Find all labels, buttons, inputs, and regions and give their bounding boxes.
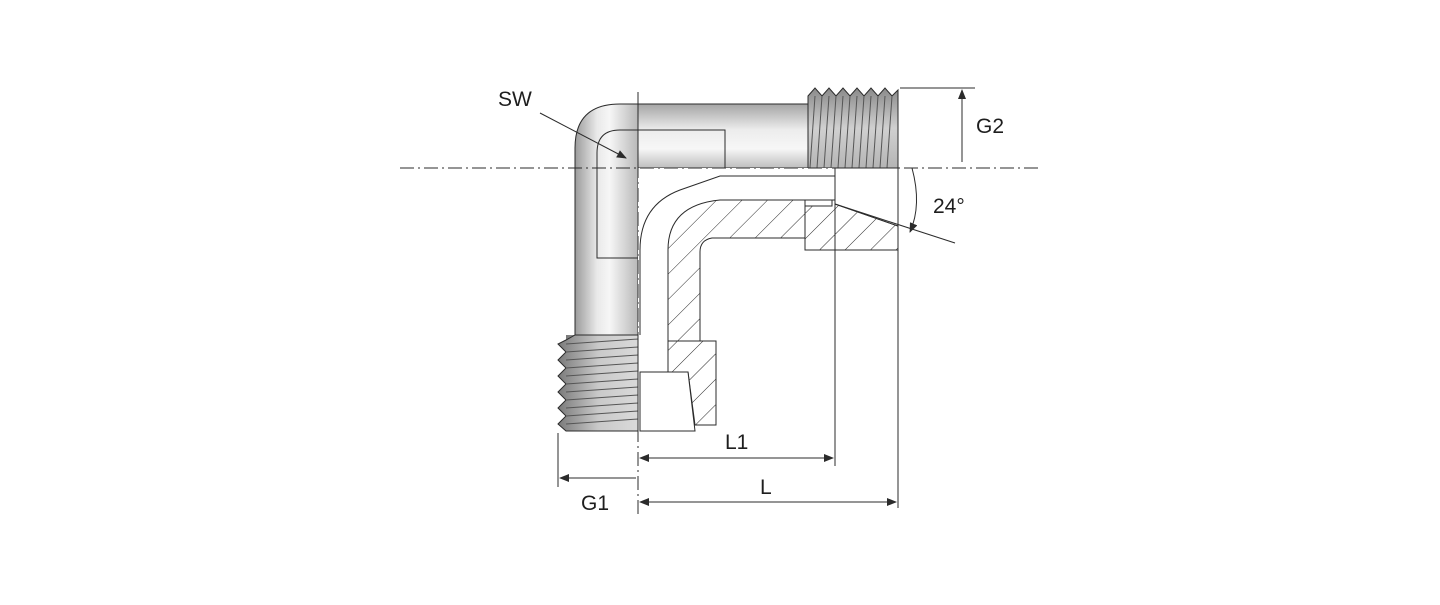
dimensions	[539, 87, 975, 508]
cone-angle-label: 24°	[933, 195, 965, 218]
g1-label: G1	[581, 492, 609, 515]
centerlines	[400, 92, 1040, 515]
hex-flat-outline	[596, 129, 726, 259]
vertical-body	[574, 103, 639, 336]
sw-label: SW	[498, 88, 532, 111]
horizontal-body	[637, 103, 809, 169]
l1-label: L1	[725, 431, 748, 454]
right-thread-profile	[807, 87, 899, 169]
bottom-cone-port	[639, 371, 696, 432]
g2-label: G2	[976, 115, 1004, 138]
hatched-region-2	[667, 199, 806, 342]
right-thread	[807, 87, 899, 169]
bottom-thread	[557, 334, 639, 432]
bore	[638, 168, 898, 335]
labels: SW G2 24° L1 G1 L	[498, 88, 1004, 515]
section-view	[637, 167, 899, 432]
cone-angle-line	[834, 203, 956, 244]
sw-leader-line	[539, 112, 627, 159]
l-label: L	[760, 476, 772, 499]
cone-angle-arc	[909, 167, 918, 233]
